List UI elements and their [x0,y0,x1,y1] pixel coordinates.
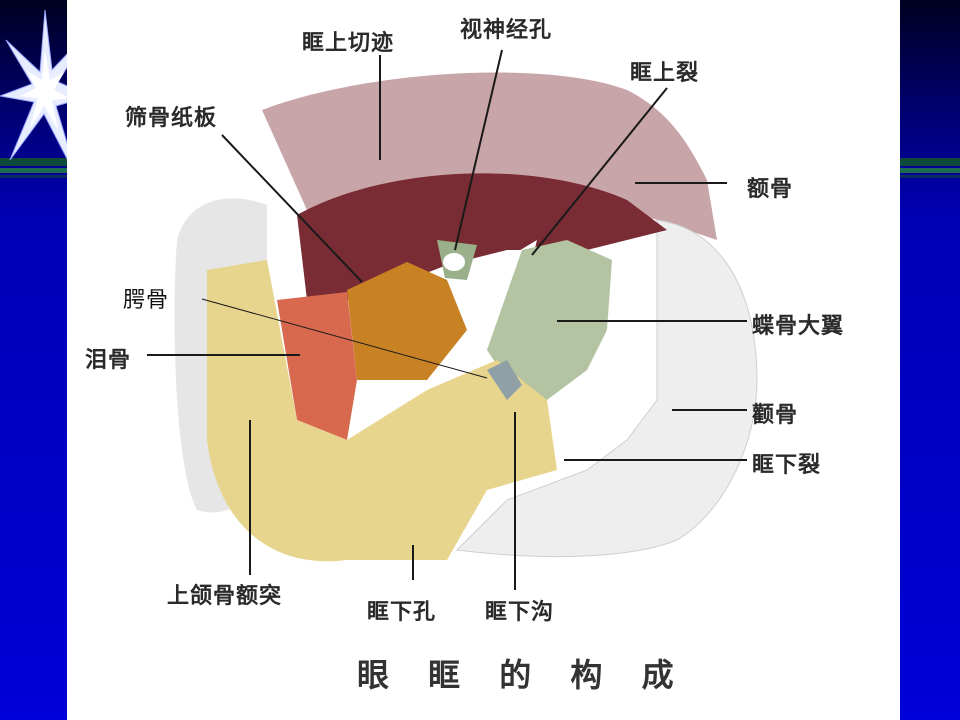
leader-lines [147,49,747,590]
label-supraorbital-notch: 眶上切迹 [302,31,395,56]
figure-title: 眼 眶 的 构 成 [357,656,688,694]
zygomatic-bone-region [455,219,758,558]
sphenoid-region [487,240,612,400]
label-frontal-bone: 额骨 [747,177,794,202]
label-inferior-orbital-fissure: 眶下裂 [752,453,822,478]
label-infraorbital-groove: 眶下沟 [485,600,555,625]
label-maxilla-frontal-process: 上颌骨额突 [167,584,283,609]
label-lacrimal-bone: 泪骨 [85,348,132,373]
leader-palatine [201,298,488,379]
lacrimal-region [277,292,357,440]
slide-panel: 眶上切迹 视神经孔 眶上裂 筛骨纸板 额骨 腭骨 蝶骨大翼 泪骨 颧骨 眶下裂 … [67,0,900,720]
label-ethmoid-lamina: 筛骨纸板 [125,106,218,131]
label-sphenoid-greater-wing: 蝶骨大翼 [752,314,845,339]
orbit-illustration [147,49,758,590]
label-zygomatic-bone: 颧骨 [752,403,799,428]
optic-foramen [443,253,465,271]
maxilla-region [207,260,557,562]
leader-superior-orbital-fissure [531,87,668,256]
leader-optic-canal [454,49,503,251]
label-optic-canal: 视神经孔 [460,18,553,43]
label-infraorbital-foramen: 眶下孔 [367,600,437,625]
leader-ethmoid [221,134,363,283]
palatine-region [487,360,522,400]
label-superior-orbital-fissure: 眶上裂 [630,61,700,86]
label-palatine-bone: 腭骨 [123,288,170,313]
orbital-roof-region [297,173,667,300]
ethmoid-region [347,262,467,380]
